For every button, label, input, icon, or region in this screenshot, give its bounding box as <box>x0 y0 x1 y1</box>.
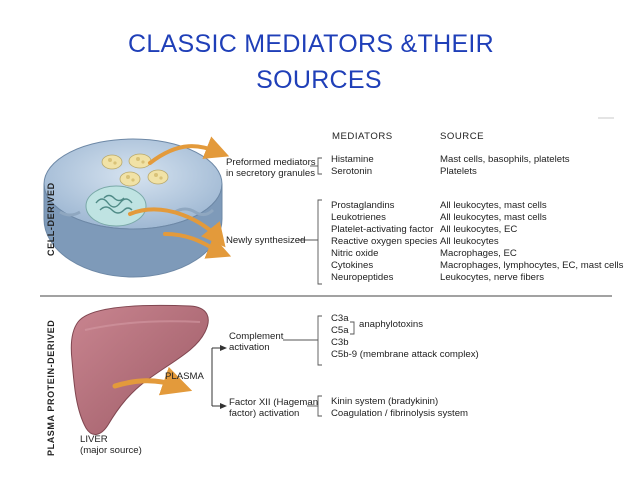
factor-item: Coagulation / fibrinolysis system <box>331 408 469 419</box>
complement-item: C3b <box>331 337 349 348</box>
source-cell: Macrophages, EC <box>440 248 517 259</box>
anaphylotoxins-label: anaphylotoxins <box>359 319 424 330</box>
source-cell: Platelets <box>440 166 477 177</box>
mediator-cell: Nitric oxide <box>331 248 379 259</box>
mediator-cell: Cytokines <box>331 260 374 271</box>
liver-illustration <box>70 304 209 435</box>
mediators-header: MEDIATORS <box>332 131 393 142</box>
source-cell: All leukocytes, mast cells <box>440 212 547 223</box>
cell-illustration <box>43 138 223 278</box>
mediator-cell: Serotonin <box>331 166 373 177</box>
liver-arrow <box>112 366 193 396</box>
mediator-cell: Reactive oxygen species <box>331 236 438 247</box>
source-cell: Mast cells, basophils, platelets <box>440 154 570 165</box>
bracket-lines <box>283 157 355 417</box>
complement-label: Complement activation <box>229 331 284 353</box>
granules <box>101 153 169 187</box>
factor-item: Kinin system (bradykinin) <box>331 396 439 407</box>
factor-xii-label: Factor XII (Hageman factor) activation <box>229 397 319 419</box>
complement-item: C3a <box>331 313 349 324</box>
cell-derived-label: CELL-DERIVED <box>46 182 56 256</box>
source-cell: Leukocytes, nerve fibers <box>440 272 544 283</box>
cell-arrows <box>128 136 232 259</box>
source-header: SOURCE <box>440 131 485 142</box>
newly-synthesized-label: Newly synthesized <box>226 235 306 246</box>
mediator-cell: Prostaglandins <box>331 200 395 211</box>
plasma-label: PLASMA <box>165 371 204 382</box>
mediator-cell: Platelet-activating factor <box>331 224 434 235</box>
liver-label: LIVER (major source) <box>80 434 142 456</box>
mediator-cell: Leukotrienes <box>331 212 386 223</box>
plasma-arrows <box>211 345 227 409</box>
complement-item: C5a <box>331 325 349 336</box>
mediator-cell: Neuropeptides <box>331 272 394 283</box>
complement-item: C5b-9 (membrane attack complex) <box>331 349 479 360</box>
source-cell: All leukocytes, EC <box>440 224 518 235</box>
source-cell: Macrophages, lymphocytes, EC, mast cells <box>440 260 624 271</box>
source-cell: All leukocytes, mast cells <box>440 200 547 211</box>
page-title-line-1: CLASSIC MEDIATORS &THEIR <box>127 30 495 58</box>
plasma-derived-label: PLASMA PROTEIN-DERIVED <box>46 319 56 456</box>
preformed-label: Preformed mediators in secretory granule… <box>226 157 316 179</box>
page-title-line-2: SOURCES <box>256 66 382 94</box>
mediator-cell: Histamine <box>331 154 374 165</box>
source-cell: All leukocytes <box>440 236 499 247</box>
